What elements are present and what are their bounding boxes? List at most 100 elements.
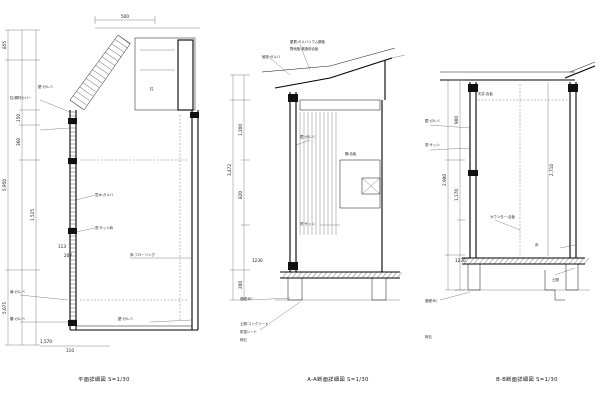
svg-text:砕石: 砕石	[240, 337, 247, 342]
floor-hatch	[356, 271, 363, 279]
svg-text:360: 360	[16, 138, 21, 146]
svg-text:野地板:構造用合板: 野地板:構造用合板	[290, 46, 319, 51]
section-aa-dim-base: 1230	[252, 258, 263, 263]
svg-text:天井:合板: 天井:合板	[478, 91, 493, 96]
svg-text:防湿シート: 防湿シート	[240, 329, 257, 334]
floor-hatch	[568, 257, 575, 265]
floor-hatch	[558, 257, 565, 265]
svg-text:窓:サッシ: 窓:サッシ	[425, 142, 440, 147]
louver-slat	[89, 73, 103, 84]
floor-hatch	[376, 271, 383, 279]
svg-text:壁:ガルバ: 壁:ガルバ	[425, 118, 440, 123]
svg-text:基礎:RC: 基礎:RC	[425, 298, 438, 303]
floor-hatch	[518, 257, 525, 265]
floor-hatch	[548, 257, 555, 265]
floor-hatch	[553, 257, 560, 265]
floor-hatch	[508, 257, 515, 265]
floor-hatch	[488, 257, 495, 265]
floor-hatch	[321, 271, 328, 279]
plan-detail-drawing: 500 855 5,950 5,075 150 360 1,525	[2, 14, 200, 353]
svg-text:壁:ガルバ: 壁:ガルバ	[38, 84, 53, 89]
svg-text:土間: 土間	[552, 277, 559, 282]
floor-hatch	[341, 271, 348, 279]
floor-hatch	[473, 257, 480, 265]
floor-hatch	[478, 257, 485, 265]
louver-slat	[105, 52, 119, 62]
floor-hatch	[578, 257, 585, 265]
svg-text:床: 床	[535, 242, 539, 247]
plan-dim-left-a: 855	[2, 41, 7, 49]
floor-hatch	[543, 257, 550, 265]
louver-slat	[98, 60, 112, 71]
louver-slat	[114, 39, 128, 49]
floor-hatch	[533, 257, 540, 265]
svg-text:破風:ガルバ: 破風:ガルバ	[262, 54, 281, 59]
floor-hatch	[311, 271, 318, 279]
section-bb-drawing: 2,900 900 1,170 1230 2,710	[425, 61, 596, 339]
floor-hatch	[563, 257, 570, 265]
floor-hatch	[306, 271, 313, 279]
louver-slat	[85, 78, 100, 88]
floor-hatch	[463, 257, 470, 265]
plan-caption: 平面詳細図 S=1/30	[78, 375, 130, 383]
svg-text:カウンター:合板: カウンター:合板	[490, 214, 515, 219]
louver-slat	[92, 69, 106, 79]
plan-dim-mid-a: 113	[58, 244, 66, 249]
section-aa-dim-a: 1,200	[238, 124, 243, 136]
svg-text:扉:ガルバ: 扉:ガルバ	[10, 289, 25, 294]
floor-hatch	[301, 271, 308, 279]
floor-hatch	[583, 257, 590, 265]
floor-hatch	[366, 271, 373, 279]
section-bb-dim-base: 1230	[455, 258, 466, 263]
louver-slat	[79, 86, 93, 97]
floor-hatch	[346, 271, 353, 279]
floor-hatch	[371, 271, 378, 279]
section-bb-dim-a: 1,170	[454, 189, 459, 201]
plan-dim-left-b: 5,950	[2, 179, 7, 191]
floor-hatch	[483, 257, 490, 265]
floor-hatch	[528, 257, 535, 265]
floor-hatch	[316, 271, 323, 279]
svg-text:腰:ガルバ: 腰:ガルバ	[10, 316, 25, 321]
svg-text:土間:コンクリート: 土間:コンクリート	[240, 321, 268, 326]
louver-slat	[73, 95, 87, 105]
section-bb-dim-height: 2,710	[549, 164, 554, 176]
svg-text:壁:ガルバ: 壁:ガルバ	[300, 134, 315, 139]
floor-hatch	[286, 271, 293, 279]
section-aa-dim-c: 200	[238, 281, 243, 289]
louver-slat	[111, 43, 125, 53]
svg-text:150: 150	[16, 114, 21, 122]
louver-slat	[101, 56, 116, 66]
floor-hatch	[396, 271, 403, 279]
louver-slat	[76, 91, 90, 101]
louver-slat	[95, 65, 109, 75]
louver-slat	[82, 82, 96, 92]
section-aa-caption: A-A断面詳細図 S=1/30	[307, 375, 369, 383]
louver-slat	[108, 47, 122, 58]
svg-text:窓:サッシ枠: 窓:サッシ枠	[95, 225, 114, 230]
plan-dim-top: 500	[121, 14, 129, 19]
floor-hatch	[296, 271, 303, 279]
svg-text:窓:サッシ: 窓:サッシ	[300, 221, 315, 226]
floor-hatch	[498, 257, 505, 265]
floor-hatch	[361, 271, 368, 279]
section-aa-dim-b: 820	[238, 191, 243, 199]
floor-hatch	[468, 257, 475, 265]
floor-hatch	[331, 271, 338, 279]
floor-hatch	[386, 271, 393, 279]
svg-text:笠木:ガルバ: 笠木:ガルバ	[95, 192, 114, 197]
svg-text:床:フローリング: 床:フローリング	[130, 252, 155, 257]
section-bb-dim-b: 900	[454, 116, 459, 124]
section-aa-dim-height: 3,472	[227, 164, 232, 176]
plan-dim-bottom-a: 110	[66, 348, 74, 353]
svg-text:基礎:RC: 基礎:RC	[240, 296, 253, 301]
floor-hatch	[281, 271, 288, 279]
floor-hatch	[291, 271, 298, 279]
louver-slat	[69, 99, 84, 110]
section-aa-drawing: 3,472 1,200 820 200 1230	[227, 39, 406, 342]
svg-text:2,900: 2,900	[442, 174, 447, 186]
plan-dim-mid-b: 207	[64, 253, 72, 258]
svg-text:柱: 柱	[150, 86, 154, 91]
